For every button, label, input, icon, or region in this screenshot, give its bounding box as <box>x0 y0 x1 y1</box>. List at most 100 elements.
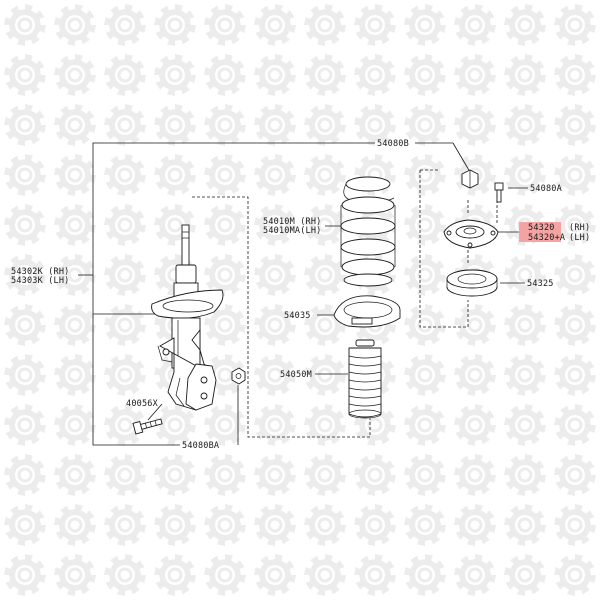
watermark-gear-icon <box>4 354 46 396</box>
watermark-gear-icon <box>504 504 546 546</box>
watermark-gear-icon <box>154 554 196 596</box>
watermark-gear-icon <box>54 454 96 496</box>
strut-assembly <box>132 224 246 435</box>
watermark-gear-icon <box>154 4 196 46</box>
watermark-gear-icon <box>204 154 246 196</box>
label-54010m: 54010M (RH) <box>263 217 322 227</box>
label-54320-rh: (RH) <box>569 223 590 233</box>
part-labels: 54080B 54080A 54010M (RH) 54010MA(LH) 54… <box>11 139 590 451</box>
watermark-gear-icon <box>204 554 246 596</box>
watermark-gear-icon <box>104 104 146 146</box>
watermark-gear-icon <box>204 304 246 346</box>
watermark-gear-icon <box>504 304 546 346</box>
nut-54080b <box>461 169 479 189</box>
watermark-gear-icon <box>54 204 96 246</box>
label-54303k: 54303K (LH) <box>11 276 70 286</box>
watermark-gear-icon <box>304 354 346 396</box>
bellows-54050m <box>348 339 382 419</box>
watermark-gear-icon <box>154 154 196 196</box>
watermark-gear-icon <box>504 254 546 296</box>
watermark-gear-icon <box>554 104 596 146</box>
watermark-gear-icon <box>104 304 146 346</box>
watermark-gear-icon <box>54 104 96 146</box>
watermark-gear-icon <box>304 254 346 296</box>
watermark-gear-icon <box>104 404 146 446</box>
watermark-gear-icon <box>554 554 596 596</box>
watermark-gear-icon <box>104 4 146 46</box>
watermark-gear-icon <box>104 154 146 196</box>
watermark-gear-icon <box>254 454 296 496</box>
highlight-54320 <box>519 222 561 242</box>
label-54320: 54320 <box>528 223 555 233</box>
watermark-gear-icon <box>4 154 46 196</box>
watermark-gear-icon <box>204 454 246 496</box>
watermark-gear-icon <box>254 304 296 346</box>
watermark-gear-icon <box>354 54 396 96</box>
watermark-gear-icon <box>404 354 446 396</box>
label-54320a-lh: (LH) <box>569 233 590 243</box>
spring-seat-54035 <box>333 295 401 328</box>
watermark-gear-icon <box>504 554 546 596</box>
watermark-gear-icon <box>504 4 546 46</box>
label-40056x: 40056X <box>126 399 159 409</box>
watermark-gear-icon <box>304 4 346 46</box>
label-54325: 54325 <box>527 279 554 289</box>
watermark-gear-icon <box>4 504 46 546</box>
watermark-gear-icon <box>104 204 146 246</box>
label-54080a: 54080A <box>530 184 562 194</box>
watermark-gear-icon <box>554 54 596 96</box>
watermark-gear-icon <box>404 404 446 446</box>
watermark-gear-icon <box>504 404 546 446</box>
watermark-gear-icon <box>454 554 496 596</box>
watermark-gear-icon <box>454 104 496 146</box>
label-54035: 54035 <box>284 311 311 321</box>
watermark-gear-icon <box>304 454 346 496</box>
watermark-gear-icon <box>254 104 296 146</box>
watermark-gear-icon <box>154 404 196 446</box>
watermark-gear-icon <box>254 4 296 46</box>
watermark-gear-icon <box>454 454 496 496</box>
watermark-gear-icon <box>354 454 396 496</box>
watermark-gear-icon <box>254 554 296 596</box>
watermark-gear-icon <box>4 454 46 496</box>
watermark-gear-icon <box>454 4 496 46</box>
watermark-gear-icon <box>504 354 546 396</box>
watermark-gear-icon <box>404 4 446 46</box>
watermark-gear-icon <box>454 354 496 396</box>
bolt-54080a <box>494 182 504 203</box>
watermark-gear-icon <box>404 454 446 496</box>
watermark-gear-icon <box>204 504 246 546</box>
watermark-gear-icon <box>4 104 46 146</box>
watermark-gear-icon <box>104 454 146 496</box>
watermark-gear-icon <box>54 54 96 96</box>
watermark-gear-icon <box>404 104 446 146</box>
watermark-gear-icon <box>4 404 46 446</box>
watermark-gear-icon <box>554 404 596 446</box>
watermark-gear-icon <box>454 404 496 446</box>
watermark-gear-icon <box>554 304 596 346</box>
watermark-gear-icon <box>554 454 596 496</box>
watermark-gear-icon <box>104 504 146 546</box>
label-54010ma: 54010MA(LH) <box>263 226 322 236</box>
watermark-gear-icon <box>104 54 146 96</box>
watermark-gear-icon <box>404 54 446 96</box>
watermark-gear-icon <box>204 254 246 296</box>
watermark-gear-icon <box>54 504 96 546</box>
watermark-gear-icon <box>4 204 46 246</box>
watermark-gear-icon <box>54 554 96 596</box>
watermark-gear-icon <box>254 404 296 446</box>
watermark-gear-icon <box>304 54 346 96</box>
watermark-gear-icon <box>554 504 596 546</box>
watermark-gear-icon <box>204 404 246 446</box>
watermark-gear-icon <box>504 454 546 496</box>
watermark-gear-icon <box>304 504 346 546</box>
watermark-gear-icon <box>554 254 596 296</box>
watermark-gear-icon <box>304 204 346 246</box>
watermark-gear-icon <box>504 154 546 196</box>
watermark-gear-icon <box>304 154 346 196</box>
watermark-gear-icon <box>504 104 546 146</box>
watermark-gear-icon <box>54 4 96 46</box>
bearing-54325 <box>446 269 498 297</box>
watermark-gear-icon <box>504 54 546 96</box>
